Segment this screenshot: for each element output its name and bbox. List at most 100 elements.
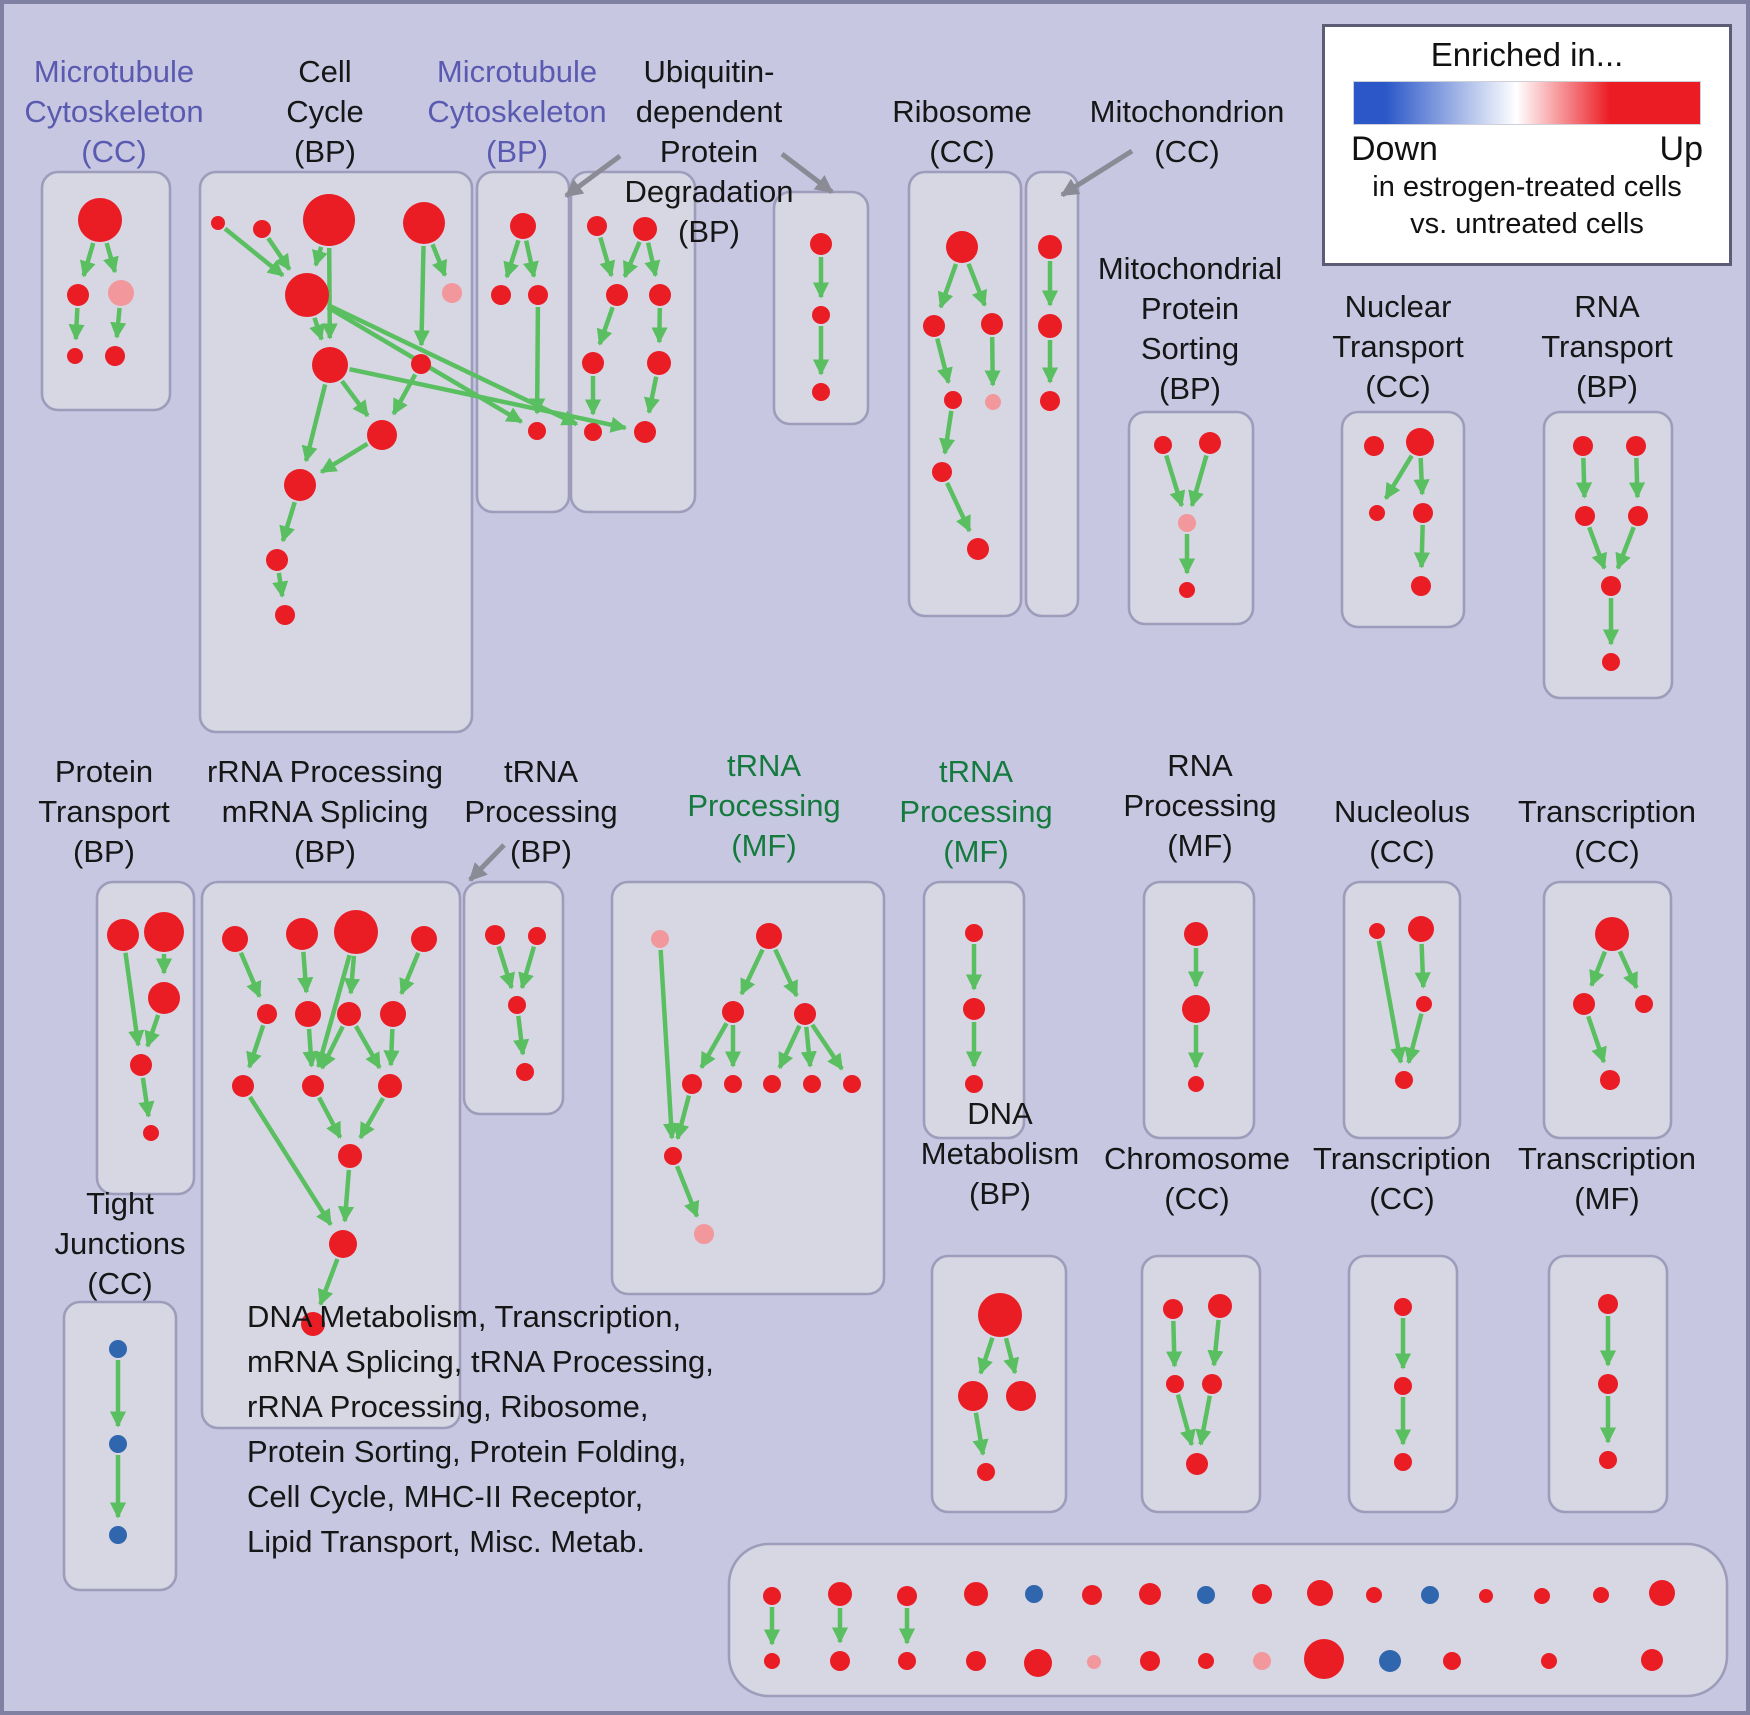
edge-b8-b9 bbox=[319, 441, 369, 474]
node-j2 bbox=[1575, 506, 1595, 526]
node-f2 bbox=[981, 313, 1003, 335]
edge-q4-q8 bbox=[246, 1024, 266, 1069]
node-m1 bbox=[828, 1582, 852, 1606]
node-d3 bbox=[649, 284, 671, 306]
node-f3 bbox=[944, 391, 962, 409]
node-q11 bbox=[338, 1144, 362, 1168]
node-b4 bbox=[285, 273, 329, 317]
edge-q3-q7 bbox=[399, 952, 421, 996]
node-y0 bbox=[978, 1293, 1022, 1337]
node-m15 bbox=[1649, 1580, 1675, 1606]
node-d7 bbox=[634, 421, 656, 443]
edge-q9-q11 bbox=[317, 1096, 343, 1139]
edge-c0-c2 bbox=[522, 240, 539, 279]
cluster-box-misc bbox=[727, 1542, 1729, 1698]
node-i0 bbox=[1364, 436, 1384, 456]
node-i4 bbox=[1411, 576, 1431, 596]
edge-b4-b6 bbox=[309, 317, 325, 341]
node-d5 bbox=[647, 351, 671, 375]
node-u1 bbox=[1182, 995, 1210, 1023]
node-m3 bbox=[964, 1582, 988, 1606]
pointer-arrow-mitochondrion bbox=[1060, 148, 1134, 198]
edge-c2-c3 bbox=[529, 306, 546, 415]
edge-q8-q12 bbox=[248, 1095, 333, 1226]
node-q13 bbox=[301, 1312, 325, 1336]
node-e1 bbox=[812, 306, 830, 324]
edge-r1-r2 bbox=[518, 945, 537, 990]
node-s1 bbox=[756, 923, 782, 949]
edge-f0-f1 bbox=[937, 263, 959, 309]
node-j3 bbox=[1628, 506, 1648, 526]
network-canvas bbox=[40, 148, 1729, 1698]
node-h3 bbox=[1179, 582, 1195, 598]
pointer-arrows bbox=[468, 148, 1134, 882]
node-w1 bbox=[1573, 993, 1595, 1015]
legend-subtitle-1: in estrogen-treated cells bbox=[1372, 171, 1682, 203]
edge-w0-w2 bbox=[1617, 950, 1639, 990]
legend-gradient-bar bbox=[1353, 81, 1701, 125]
node-e0 bbox=[810, 233, 832, 255]
edge-b3-b7 bbox=[413, 245, 430, 347]
node-f5 bbox=[932, 462, 952, 482]
node-i2 bbox=[1369, 505, 1385, 521]
edges bbox=[68, 226, 1646, 1646]
node-u0 bbox=[1184, 922, 1208, 946]
edge-s1-s3 bbox=[773, 948, 799, 998]
node-b2 bbox=[303, 194, 355, 246]
node-j5 bbox=[1602, 653, 1620, 671]
edge-s0-s9 bbox=[658, 949, 680, 1140]
edge-q10-q11 bbox=[358, 1097, 386, 1140]
node-n5 bbox=[1087, 1655, 1101, 1669]
node-n10 bbox=[1379, 1650, 1401, 1672]
edge-b10-b11 bbox=[272, 572, 289, 598]
edge-d5-d7 bbox=[643, 376, 660, 414]
node-z2 bbox=[1166, 1375, 1184, 1393]
node-n0 bbox=[764, 1653, 780, 1669]
node-m2 bbox=[897, 1586, 917, 1606]
node-v2 bbox=[1416, 996, 1432, 1012]
node-n4 bbox=[1024, 1649, 1052, 1677]
node-q8 bbox=[232, 1075, 254, 1097]
legend-up-label: Up bbox=[1659, 130, 1703, 168]
cluster-box-microtubule-bp bbox=[475, 170, 571, 514]
edge-s3-s8 bbox=[810, 1023, 844, 1071]
node-i1 bbox=[1406, 428, 1434, 456]
edge-r2-r3 bbox=[513, 1015, 530, 1056]
pointer-arrow-ubiquitin-right bbox=[780, 152, 834, 194]
legend-title: Enriched in... bbox=[1430, 36, 1624, 73]
node-t2 bbox=[965, 1075, 983, 1093]
node-m0 bbox=[763, 1587, 781, 1605]
edge-a2-a4 bbox=[110, 307, 127, 339]
node-ab0 bbox=[1598, 1294, 1618, 1314]
legend-endpoints: Down Up bbox=[1347, 127, 1707, 169]
edge-y0-y2 bbox=[1003, 1337, 1020, 1375]
edge-b9-b10 bbox=[279, 501, 297, 543]
node-aa2 bbox=[1394, 1453, 1412, 1471]
node-j4 bbox=[1601, 576, 1621, 596]
edge-h1-h2 bbox=[1188, 454, 1209, 508]
node-m8 bbox=[1252, 1584, 1272, 1604]
node-y3 bbox=[977, 1463, 995, 1481]
cluster-box-cell-cycle bbox=[198, 170, 474, 734]
node-b7 bbox=[411, 354, 431, 374]
node-r2 bbox=[508, 996, 526, 1014]
node-q1 bbox=[286, 918, 318, 950]
node-s6 bbox=[763, 1075, 781, 1093]
node-f6 bbox=[967, 538, 989, 560]
node-m11 bbox=[1421, 1586, 1439, 1604]
edge-f0-f2 bbox=[966, 262, 987, 307]
node-a4 bbox=[105, 346, 125, 366]
node-a0 bbox=[78, 198, 122, 242]
node-b0 bbox=[211, 216, 225, 230]
node-b9 bbox=[284, 469, 316, 501]
edge-d2-d4 bbox=[596, 306, 615, 346]
node-q9 bbox=[302, 1075, 324, 1097]
node-s10 bbox=[694, 1224, 714, 1244]
node-n6 bbox=[1140, 1651, 1160, 1671]
node-x0 bbox=[109, 1340, 127, 1358]
cluster-box-nuclear-transport bbox=[1340, 410, 1466, 629]
edge-p0-p3 bbox=[123, 952, 145, 1047]
node-q6 bbox=[337, 1002, 361, 1026]
node-m4 bbox=[1025, 1585, 1043, 1603]
